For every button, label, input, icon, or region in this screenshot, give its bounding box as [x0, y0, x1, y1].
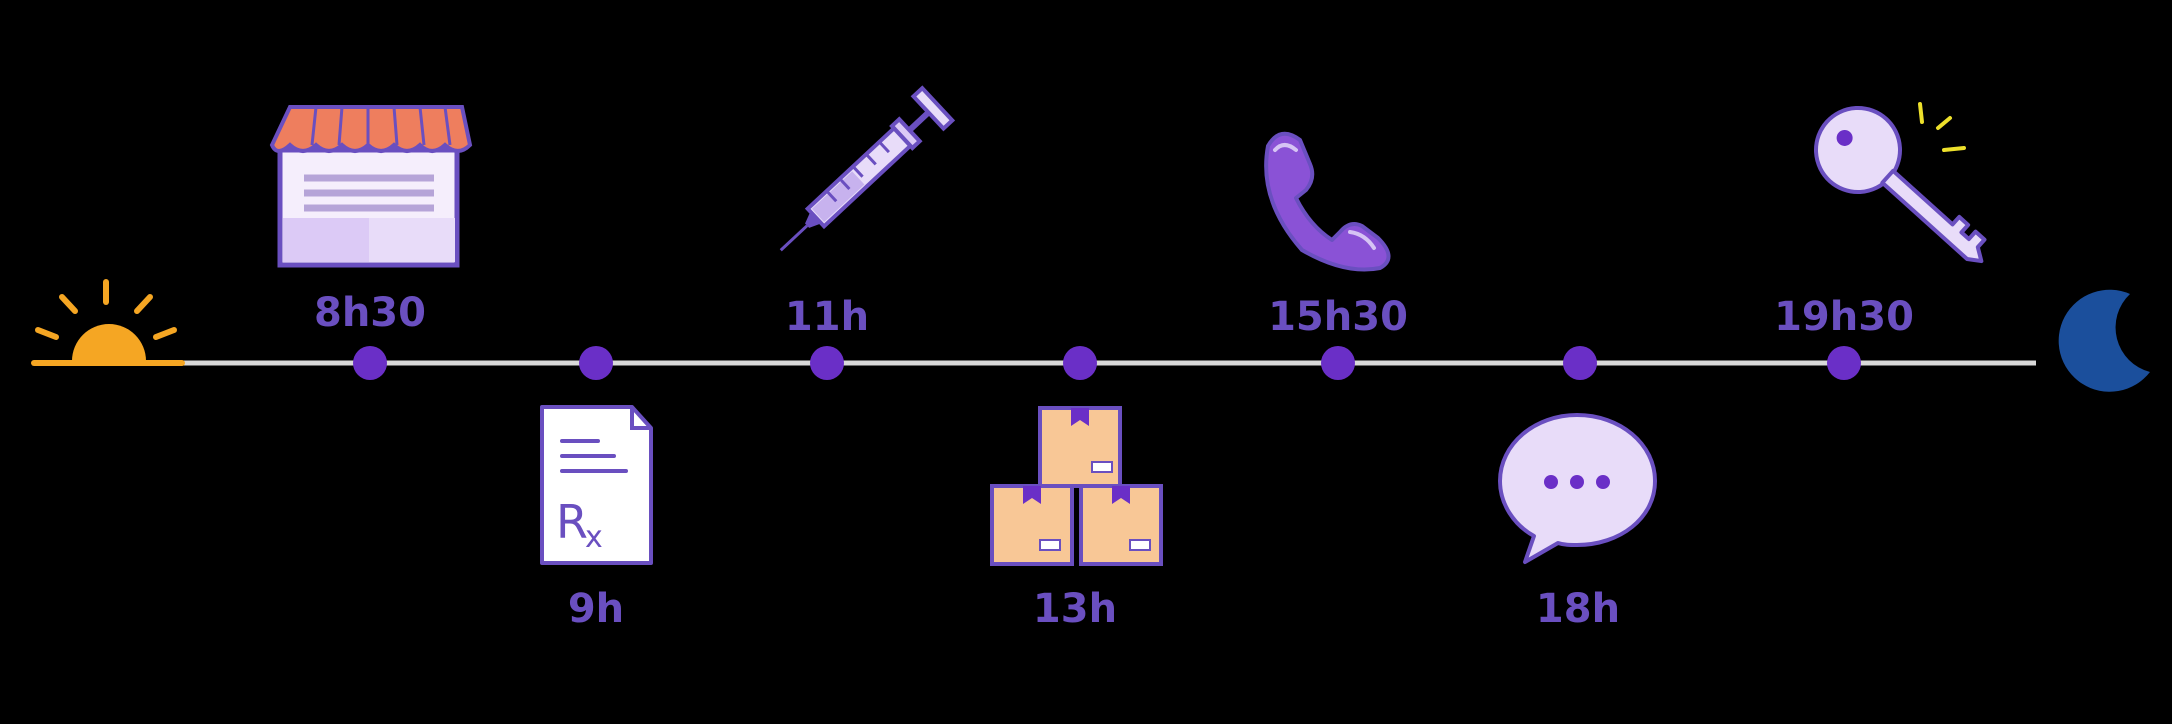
timeline-dot[interactable]: [1827, 346, 1861, 380]
prescription-icon: R x: [540, 405, 653, 565]
svg-text:R: R: [556, 495, 588, 549]
key-icon: [1814, 102, 1987, 264]
timeline-dot[interactable]: [1321, 346, 1355, 380]
timeline-dot[interactable]: [810, 346, 844, 380]
sunrise-icon: [31, 279, 185, 366]
time-label: 11h: [784, 294, 870, 340]
timeline-dot[interactable]: [1563, 346, 1597, 380]
time-label: 13h: [1032, 586, 1118, 632]
boxes-icon: [990, 406, 1163, 566]
moon-icon: [2058, 289, 2150, 392]
timeline-dots: [353, 346, 1861, 380]
phone-icon: [1264, 131, 1391, 272]
time-label: 15h30: [1268, 294, 1408, 340]
store-icon: [269, 105, 473, 268]
time-label: 8h30: [314, 290, 426, 336]
chat-bubble-icon: [1498, 413, 1657, 564]
timeline-dot[interactable]: [353, 346, 387, 380]
time-label: 18h: [1535, 586, 1621, 632]
timeline-dot[interactable]: [579, 346, 613, 380]
timeline-dot[interactable]: [1063, 346, 1097, 380]
time-label: 9h: [567, 586, 625, 632]
syringe-icon: [779, 85, 956, 252]
svg-text:x: x: [585, 520, 603, 555]
time-label: 19h30: [1774, 294, 1914, 340]
